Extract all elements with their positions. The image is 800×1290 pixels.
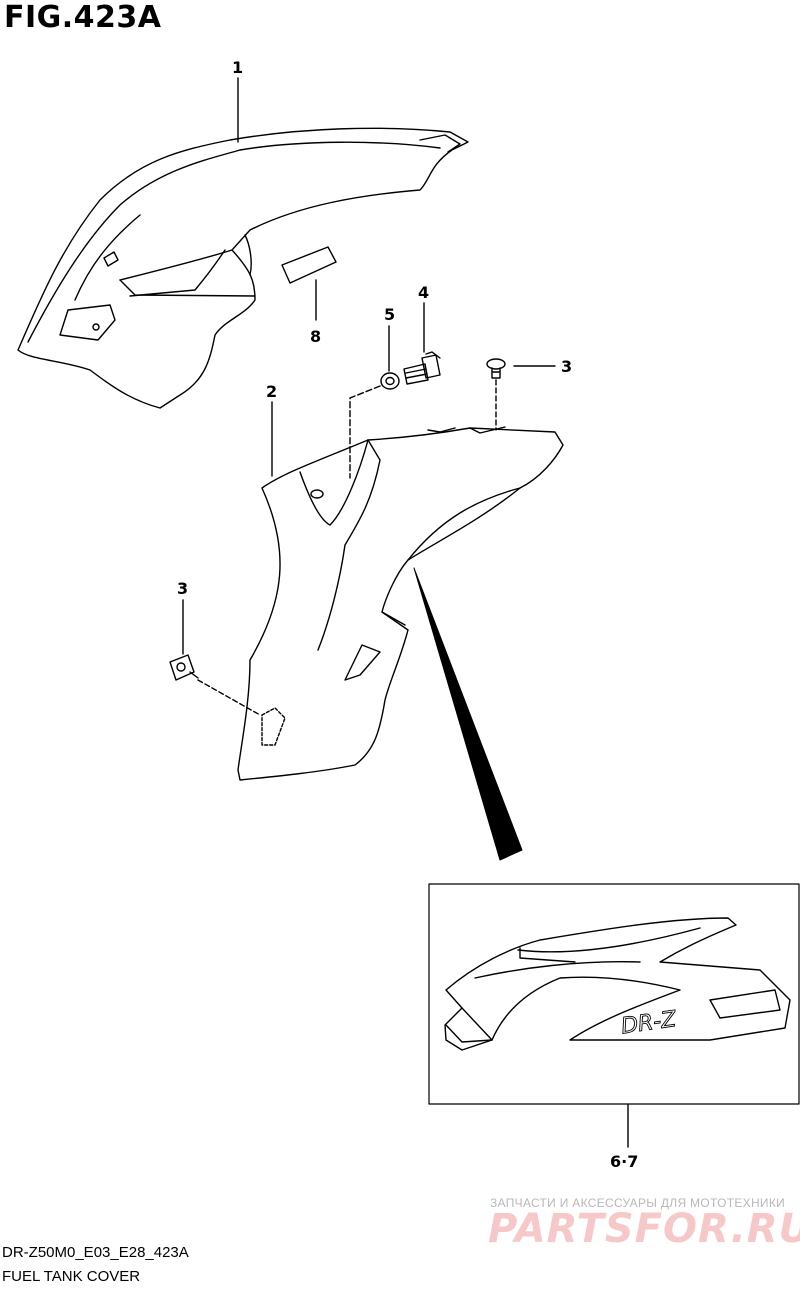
leader-lines [182, 77, 629, 1148]
callout-part-2: 2 [266, 382, 277, 401]
watermark-tagline: ЗАПЧАСТИ И АКСЕССУАРЫ ДЛЯ МОТОТЕХНИКИ [490, 1196, 786, 1210]
callout-part-6-7: 6·7 [610, 1152, 638, 1171]
inset-pointer [413, 567, 523, 861]
part-2-shroud [237, 426, 564, 781]
callout-part-1: 1 [232, 58, 243, 77]
callout-part-5: 5 [384, 305, 395, 324]
part-3-screw-top [486, 358, 506, 379]
inset-frame [428, 883, 800, 1105]
callout-part-3-top: 3 [561, 357, 572, 376]
callout-part-4: 4 [418, 283, 429, 302]
part-1-tank-cover [17, 127, 469, 409]
figure-caption: FUEL TANK COVER [2, 1268, 141, 1285]
figure-title: FIG.423A [4, 0, 162, 35]
part-5-grommet [380, 372, 400, 390]
inset-decal-text: DR-Z [620, 1007, 679, 1040]
callout-part-8: 8 [310, 327, 321, 346]
watermark-logo: PARTSFOR.RU [488, 1206, 800, 1252]
part-8-pad [281, 246, 337, 284]
part-3-screw-left [169, 654, 199, 681]
callout-part-3-left: 3 [177, 579, 188, 598]
model-code: DR-Z50M0_E03_E28_423A [2, 1244, 189, 1261]
inset-decal [444, 917, 791, 1051]
part-4-bolt [403, 351, 441, 385]
